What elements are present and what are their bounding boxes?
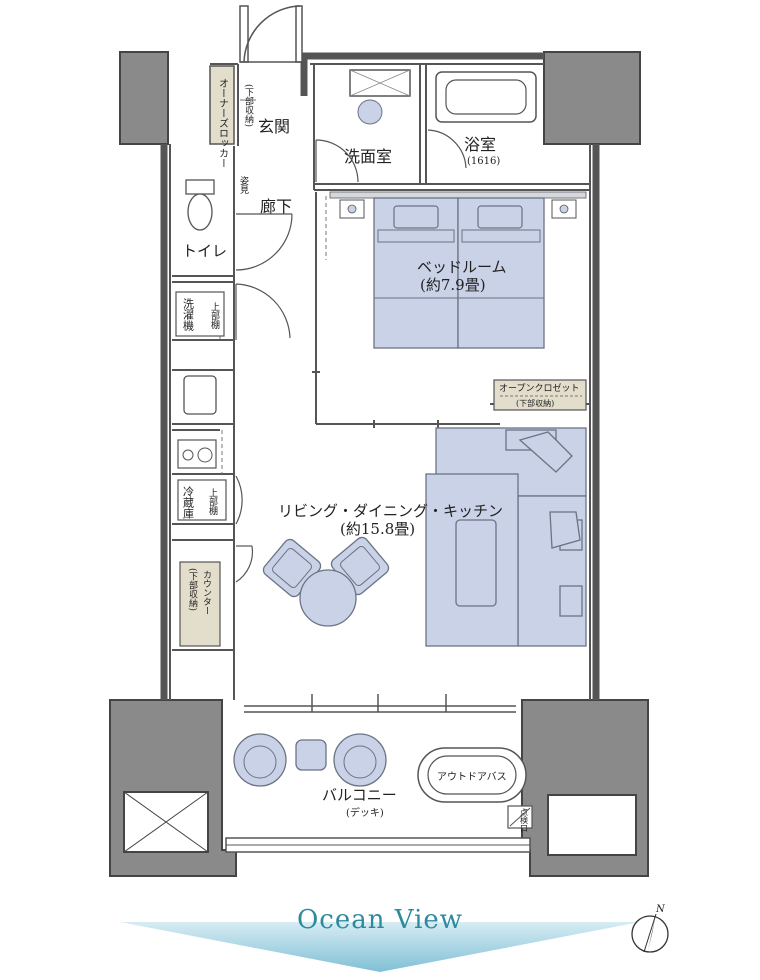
bed-right [457, 197, 545, 349]
balcony-chair-left [233, 733, 287, 787]
ocean-view-arrow [120, 922, 640, 972]
counter-note: (下部収納) [187, 568, 198, 611]
dining-table [299, 569, 357, 627]
washroom-door[interactable] [315, 139, 359, 183]
upper-shelf-label-2: 上部棚 [207, 488, 218, 516]
room-label-toilet: トイレ [182, 242, 227, 260]
bathtub [435, 71, 537, 123]
column-top-right [543, 51, 641, 145]
fridge-label: 冷蔵庫 [182, 486, 195, 520]
nightstand-right [551, 199, 577, 219]
washer-label: 洗濯機 [182, 298, 195, 332]
counter-door[interactable] [235, 545, 254, 583]
inspection-port-label: 点検口 [520, 808, 529, 832]
coffee-table [455, 519, 497, 607]
room-label-ldk: リビング・ダイニング・キッチン [278, 502, 503, 520]
owner-locker[interactable] [209, 65, 235, 145]
toilet-bowl [185, 179, 215, 231]
fridge-space [177, 479, 227, 521]
washer-space [175, 291, 225, 337]
column-top-left [119, 51, 169, 145]
counter-label: カウンター [201, 570, 212, 615]
ocean-view-label: Ocean View [296, 905, 464, 935]
compass-icon: N [631, 904, 669, 953]
balcony-chair-right [333, 733, 387, 787]
kitchen-counter [179, 561, 221, 647]
bathroom-size: (1616) [467, 156, 500, 167]
kitchen-closet-door[interactable] [235, 475, 243, 525]
shaft-bottom-right [547, 794, 637, 856]
bedroom-area: (約7.9畳) [420, 276, 486, 294]
balcony-railing [225, 837, 531, 853]
owner-locker-storage-label: (下部収納) [243, 84, 254, 127]
sash-window [244, 694, 516, 713]
room-label-washroom: 洗面室 [344, 147, 392, 166]
bedroom-wall-unit [329, 191, 587, 199]
outdoor-bath [417, 747, 527, 803]
dashed-guides [219, 196, 327, 474]
balcony-note: (デッキ) [346, 806, 384, 819]
open-closet-label: オープンクロゼット [499, 382, 579, 394]
mirror-label: 姿見 [238, 175, 249, 195]
microwave [183, 375, 217, 415]
room-label-corridor: 廊下 [260, 197, 292, 216]
entrance-door[interactable] [239, 5, 303, 63]
room-label-genkan: 玄関 [258, 117, 290, 136]
exterior-walls [160, 52, 600, 700]
balcony-table [295, 739, 327, 771]
room-label-bathroom: 浴室 [464, 135, 496, 154]
sofa [425, 427, 587, 647]
washroom-sink [349, 69, 411, 125]
room-label-bedroom: ベッドルーム [417, 258, 507, 276]
upper-shelf-label-1: 上部棚 [209, 302, 220, 330]
compass-north-label: N [655, 904, 666, 915]
nightstand-left [339, 199, 365, 219]
outdoor-bath-label: アウトドアバス [437, 771, 507, 783]
washer-closet-door[interactable] [235, 283, 291, 340]
room-label-balcony: バルコニー [322, 786, 397, 804]
toilet-door[interactable] [235, 213, 293, 271]
owner-locker-label: オーナーズロッカー [217, 78, 229, 168]
interior-walls [169, 63, 591, 700]
stove [177, 439, 217, 469]
open-closet-note: (下部収納) [516, 398, 554, 408]
bathroom-door[interactable] [427, 129, 467, 169]
open-closet[interactable] [493, 379, 587, 411]
ldk-area: (約15.8畳) [340, 520, 415, 538]
